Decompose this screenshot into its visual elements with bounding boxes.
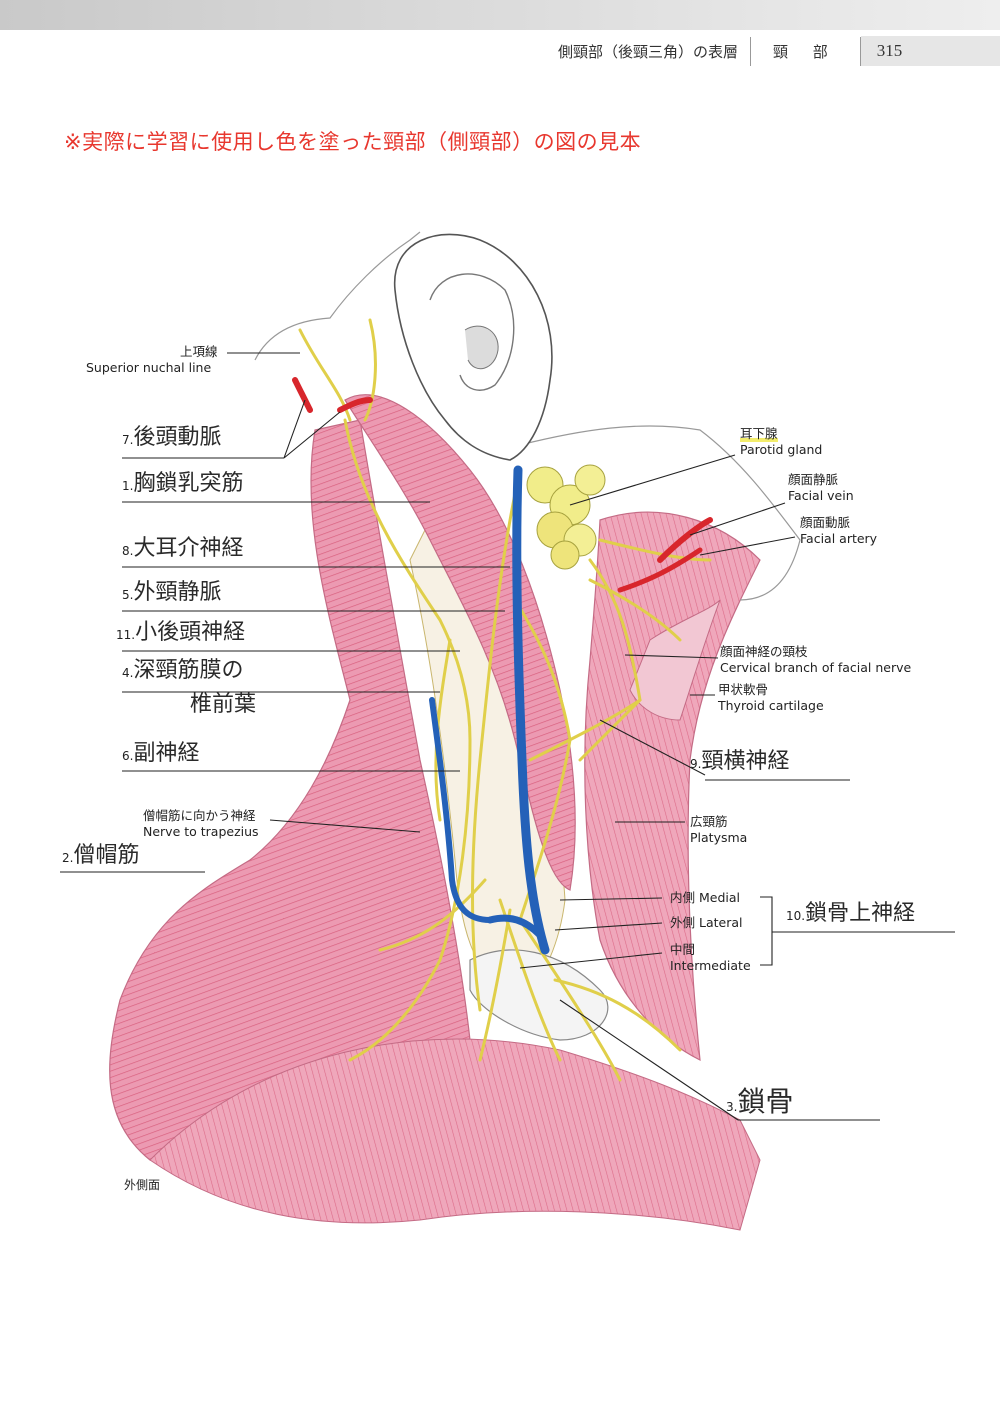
sample-note: ※実際に学習に使用し色を塗った頸部（側頸部）の図の見本 xyxy=(64,130,642,154)
answer-3: 3.鎖骨 xyxy=(726,1085,794,1118)
running-header: 側頸部（後頸三角）の表層 頸 部 315 xyxy=(540,36,1000,66)
label-parotid-gland: 耳下腺 Parotid gland xyxy=(740,426,823,457)
section-title: 側頸部（後頸三角）の表層 xyxy=(558,42,739,61)
answer-4-line2: 椎前葉 xyxy=(190,692,257,717)
trapezius-region xyxy=(109,419,471,1203)
page-number: 315 xyxy=(860,36,1000,66)
clavicle xyxy=(469,949,609,1041)
label-cervical-branch: 顔面神経の頸枝 Cervical branch of facial nerve xyxy=(720,644,912,675)
arteries xyxy=(292,377,713,593)
label-nerve-to-trapezius: 僧帽筋に向かう神経 Nerve to trapezius xyxy=(143,808,259,839)
answer-1: 1.胸鎖乳突筋 xyxy=(122,471,244,496)
leader-lines xyxy=(60,352,955,1121)
hair-outline xyxy=(254,231,421,361)
label-medial: 内側 Medial xyxy=(670,890,740,905)
answer-11: 11.小後頭神経 xyxy=(116,620,246,645)
label-facial-vein: 顔面静脈 Facial vein xyxy=(788,472,854,503)
thyroid-cartilage xyxy=(629,599,721,721)
veins xyxy=(429,465,550,955)
nerves xyxy=(298,318,712,1082)
top-gray-band xyxy=(0,0,1000,30)
answer-7: 7.後頭動脈 xyxy=(122,425,222,450)
answer-2: 2.僧帽筋 xyxy=(62,843,140,868)
answer-9: 9.頸横神経 xyxy=(690,749,790,774)
view-caption: 外側面 xyxy=(124,1178,161,1192)
label-platysma: 広頸筋 Platysma xyxy=(690,814,748,845)
label-superior-nuchal-line: 上項線 xyxy=(180,344,218,359)
answer-8: 8.大耳介神経 xyxy=(122,536,244,561)
label-thyroid-cartilage: 甲状軟骨 Thyroid cartilage xyxy=(718,682,824,713)
label-intermediate: 中間 Intermediate xyxy=(670,942,751,973)
sternocleidomastoid xyxy=(344,394,576,891)
answer-4: 4.深頸筋膜の xyxy=(122,658,244,683)
answer-10: 10.鎖骨上神経 xyxy=(786,901,916,926)
jaw-outline xyxy=(519,425,801,601)
answer-6: 6.副神経 xyxy=(122,741,200,766)
answer-5: 5.外頸静脈 xyxy=(122,580,222,605)
label-facial-artery: 顔面動脈 Facial artery xyxy=(800,515,878,546)
label-superior-nuchal-line-en: Superior nuchal line xyxy=(86,360,212,375)
parotid-gland xyxy=(526,464,606,570)
label-lateral: 外側 Lateral xyxy=(670,915,743,930)
chapter-title: 頸 部 xyxy=(750,36,861,66)
